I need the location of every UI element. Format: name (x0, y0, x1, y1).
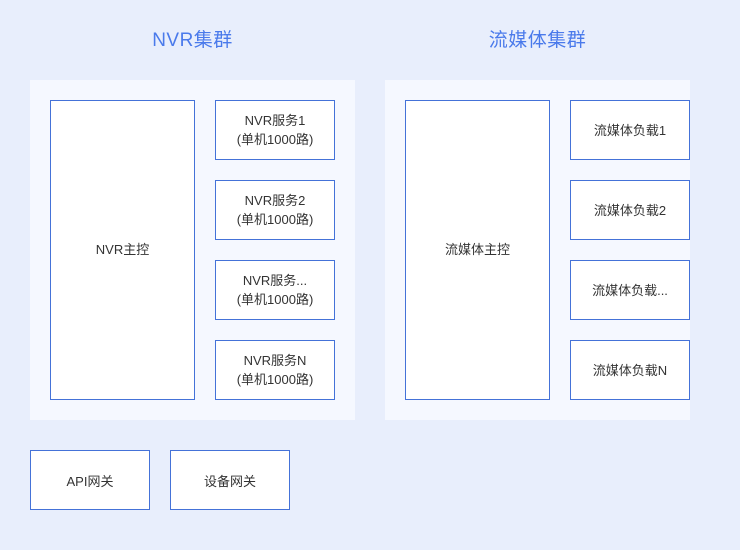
node-box-media-4[interactable]: 流媒体负载N (570, 340, 690, 400)
cluster-title-nvr: NVR集群 (152, 30, 233, 51)
master-label-media: 流媒体主控 (444, 242, 510, 257)
cluster-panel-nvr: NVR主控 NVR服务1 (单机1000路) NVR服务2 (单机1000路) … (30, 80, 355, 420)
node-line-secondary: (单机1000路) (236, 132, 314, 147)
node-line-primary: 流媒体负载... (592, 282, 668, 298)
node-line-primary: 流媒体负载1 (593, 122, 667, 138)
cluster-panel-media: 流媒体主控 流媒体负载1 流媒体负载2 流媒体负载... 流媒体负载N (385, 80, 690, 420)
node-box-media-3[interactable]: 流媒体负载... (570, 260, 690, 320)
gateway-row: API网关 设备网关 (30, 450, 290, 510)
master-label-nvr: NVR主控 (95, 242, 150, 257)
node-line-secondary: (单机1000路) (236, 292, 314, 307)
node-column-nvr: NVR服务1 (单机1000路) NVR服务2 (单机1000路) NVR服务.… (215, 100, 335, 400)
gateway-label-api: API网关 (66, 473, 114, 489)
master-box-media[interactable]: 流媒体主控 (405, 100, 550, 400)
node-line-secondary: (单机1000路) (236, 372, 314, 387)
master-box-nvr[interactable]: NVR主控 (50, 100, 195, 400)
node-column-media: 流媒体负载1 流媒体负载2 流媒体负载... 流媒体负载N (570, 100, 690, 400)
node-line-primary: 流媒体负载N (592, 362, 668, 378)
node-box-media-1[interactable]: 流媒体负载1 (570, 100, 690, 160)
gateway-label-device: 设备网关 (203, 473, 256, 489)
node-box-nvr-2[interactable]: NVR服务2 (单机1000路) (215, 180, 335, 240)
node-box-nvr-3[interactable]: NVR服务... (单机1000路) (215, 260, 335, 320)
node-line-primary: NVR服务... (242, 273, 308, 288)
gateway-box-device[interactable]: 设备网关 (170, 450, 290, 510)
node-line-primary: NVR服务1 (244, 113, 306, 128)
node-box-nvr-4[interactable]: NVR服务N (单机1000路) (215, 340, 335, 400)
node-line-secondary: (单机1000路) (236, 212, 314, 227)
node-line-primary: 流媒体负载2 (593, 202, 667, 218)
node-line-primary: NVR服务2 (244, 193, 306, 208)
gateway-box-api[interactable]: API网关 (30, 450, 150, 510)
node-box-media-2[interactable]: 流媒体负载2 (570, 180, 690, 240)
cluster-title-media: 流媒体集群 (488, 30, 587, 51)
node-line-primary: NVR服务N (243, 353, 307, 368)
node-box-nvr-1[interactable]: NVR服务1 (单机1000路) (215, 100, 335, 160)
